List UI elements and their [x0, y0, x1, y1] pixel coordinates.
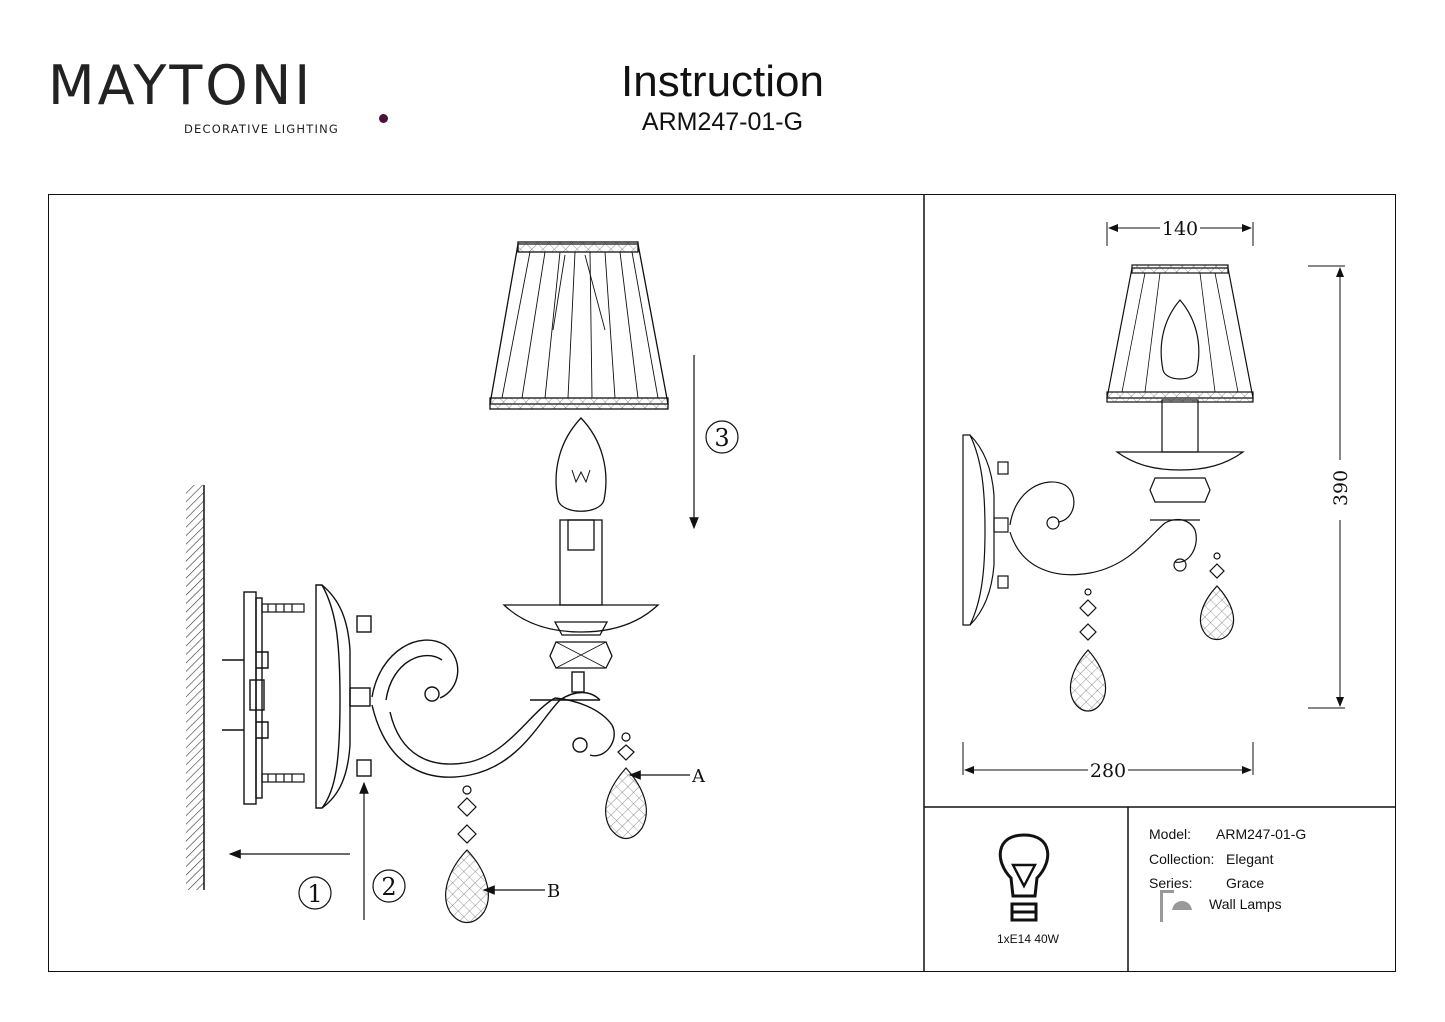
step-2-circle	[372, 869, 406, 903]
collection-label: Collection:	[1149, 851, 1215, 867]
frame-dividers	[923, 194, 1396, 972]
wall-lamp-icon	[1160, 890, 1192, 922]
dimension-height: 390	[1330, 470, 1352, 506]
part-a-label: A	[691, 766, 706, 787]
step-2-label: 2	[381, 873, 396, 901]
collection-value: Elegant	[1226, 851, 1274, 867]
type-value: Wall Lamps	[1209, 896, 1282, 912]
step-1-circle	[298, 876, 332, 910]
light-bulb-icon	[998, 833, 1050, 922]
dimension-width-top: 140	[1162, 218, 1198, 240]
lamp-arm	[371, 639, 615, 778]
brand-tagline: DECORATIVE LIGHTING	[184, 122, 339, 136]
part-b-label: B	[547, 881, 560, 902]
step-3-label: 3	[714, 424, 729, 452]
model-code: ARM247-01-G	[641, 108, 804, 136]
lamp-spec: 1xE14 40W	[996, 932, 1060, 946]
dimension-lines	[962, 222, 1345, 775]
model-label: Model:	[1149, 826, 1192, 842]
lamp-shade	[489, 241, 669, 410]
brand-logo: MAYTONI DECORATIVE LIGHTING	[48, 54, 388, 146]
canopy	[315, 584, 372, 809]
assembly-arrows	[228, 355, 699, 920]
series-label: Series:	[1149, 875, 1193, 891]
crystal-pendant-a	[605, 732, 647, 840]
page-title: Instruction	[621, 57, 824, 106]
dim-view-lamp	[962, 264, 1254, 712]
brand-name: MAYTONI	[48, 54, 314, 117]
candle-holder	[502, 519, 660, 669]
wall-hatch	[186, 485, 205, 890]
crystal-pendant-b	[445, 785, 489, 924]
brand-logo-dot	[379, 114, 388, 123]
step-1-label: 1	[307, 880, 322, 908]
candle-bulb	[555, 417, 607, 512]
instruction-frame	[48, 194, 1396, 972]
model-value: ARM247-01-G	[1216, 826, 1307, 842]
series-value: Grace	[1226, 875, 1265, 891]
dimension-width-bottom: 280	[1090, 760, 1126, 782]
step-3-circle	[705, 420, 739, 454]
mounting-plate	[222, 591, 305, 805]
